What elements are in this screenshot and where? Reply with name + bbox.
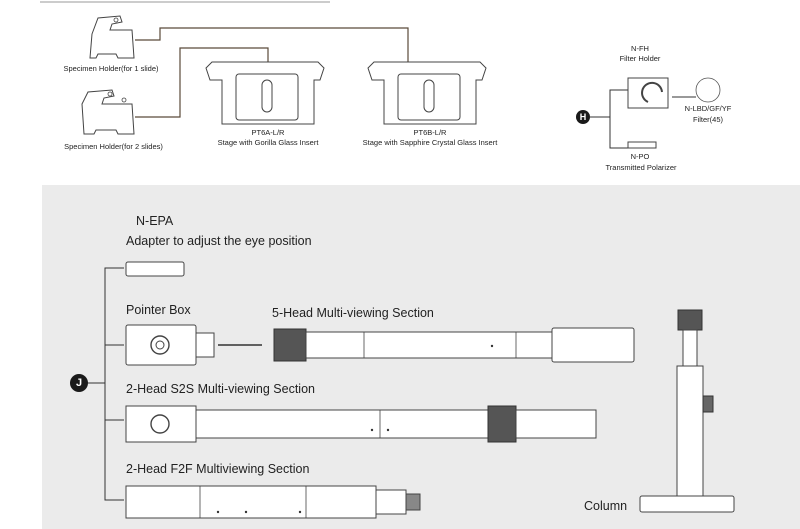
specimen-holder-2-label: Specimen Holder(for 2 slides) [64, 142, 163, 151]
pointer-box-label: Pointer Box [126, 303, 191, 317]
five-head-label: 5-Head Multi-viewing Section [272, 306, 434, 320]
stage-pt6b-desc: Stage with Sapphire Crystal Glass Insert [362, 138, 498, 147]
two-head-s2s-label: 2-Head S2S Multi-viewing Section [126, 382, 315, 396]
badge-h: H [576, 110, 590, 124]
polarizer-desc: Transmitted Polarizer [605, 163, 677, 172]
filter-desc: Filter(45) [692, 115, 723, 124]
stage-pt6a-code: PT6A-L/R [251, 128, 285, 137]
polarizer-code: N-PO [630, 152, 650, 161]
specimen-holder-1-label: Specimen Holder(for 1 slide) [63, 64, 159, 73]
filter-holder-desc: Filter Holder [619, 54, 661, 63]
two-head-f2f-label: 2-Head F2F Multiviewing Section [126, 462, 310, 476]
epa-desc: Adapter to adjust the eye position [126, 234, 312, 248]
column-label: Column [584, 499, 628, 513]
badge-j: J [70, 374, 88, 392]
stage-pt6a-desc: Stage with Gorilla Glass Insert [217, 138, 319, 147]
epa-code: N-EPA [136, 214, 174, 228]
filter-code: N-LBD/GF/YF [684, 104, 732, 113]
filter-holder-code: N-FH [631, 44, 649, 53]
stage-pt6b-code: PT6B-L/R [413, 128, 447, 137]
